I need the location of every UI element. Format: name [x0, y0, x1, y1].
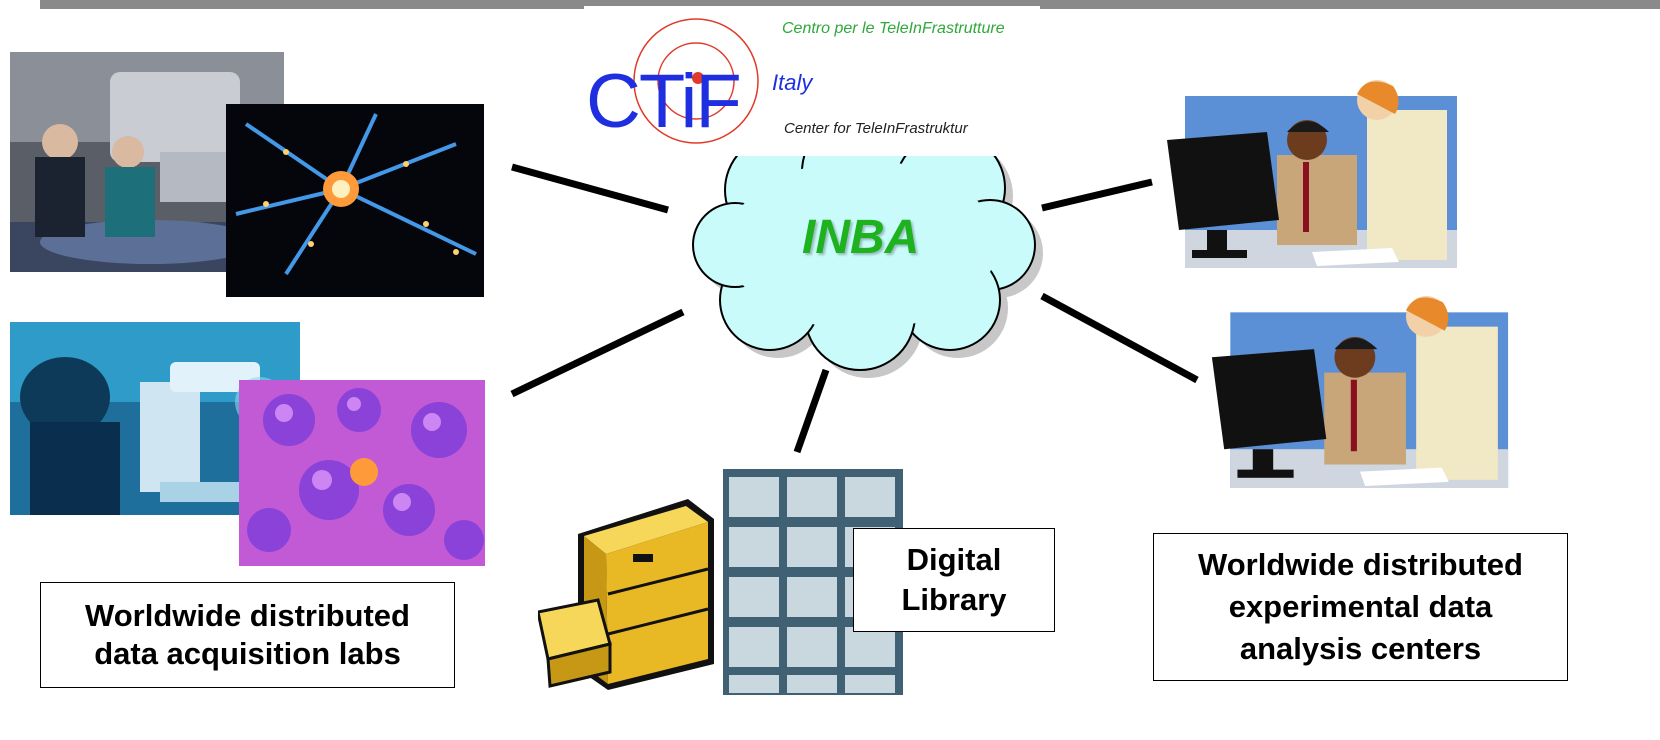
ctif-logo: CTiF Centro per le TeleInFrastrutture It… [584, 6, 1040, 156]
top-bar [40, 0, 1660, 9]
left-label-box: Worldwide distributed data acquisition l… [40, 582, 455, 688]
logo-line-mid: Italy [772, 70, 813, 95]
library-label-box: Digital Library [853, 528, 1055, 632]
link-lab-bottom [510, 308, 685, 398]
link-center-bottom [1040, 292, 1199, 384]
neuron-photo [226, 104, 484, 297]
left-label-line-2: data acquisition labs [94, 636, 401, 671]
right-label-line-1: Worldwide distributed [1198, 547, 1523, 582]
library-label-line-1: Digital [906, 542, 1002, 577]
library-label-line-2: Library [901, 582, 1007, 617]
right-label-line-2: experimental data [1228, 589, 1493, 624]
office-workers-clipart [1210, 296, 1510, 488]
ctif-brand: CTiF [586, 59, 742, 144]
cells-photo [239, 380, 485, 566]
hub-label: INBA [802, 211, 920, 264]
file-cabinet-icon [538, 494, 716, 690]
logo-line-top: Centro per le TeleInFrastrutture [782, 20, 1005, 37]
link-library [793, 368, 830, 454]
link-lab-top [511, 163, 669, 214]
logo-line-bottom: Center for TeleInFrastruktur [784, 120, 968, 137]
office-workers-clipart [1167, 80, 1457, 268]
right-label-box: Worldwide distributed experimental data … [1153, 533, 1568, 681]
right-label-line-3: analysis centers [1239, 631, 1482, 666]
link-center-top [1041, 178, 1153, 212]
left-label-line-1: Worldwide distributed [85, 598, 410, 633]
